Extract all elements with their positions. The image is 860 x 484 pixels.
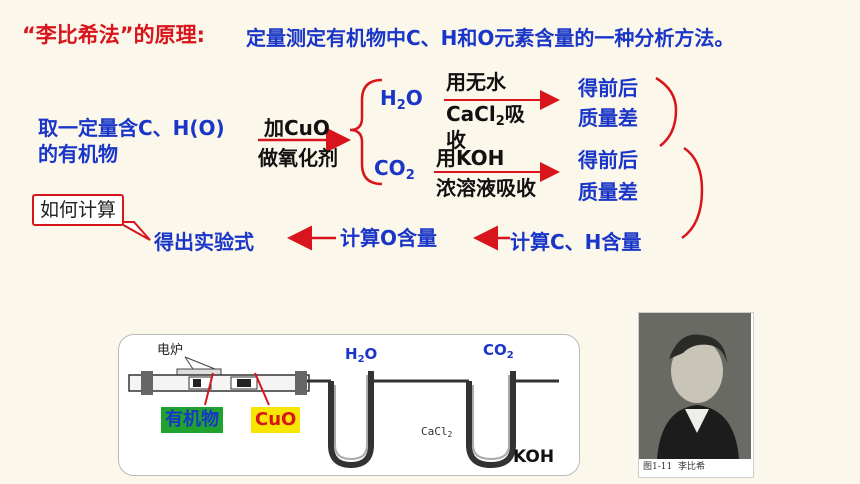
portrait-image [639,313,751,459]
calc-o: 计算O含量 [340,226,438,250]
h2o-product: H2O [380,86,423,113]
bracket-upper [655,76,678,147]
apparatus-panel: 电炉 H2O CO2 CaCl2 KOH 有机物 CuO [118,334,580,476]
sample-line-1: 取一定量含C、H(O) [38,116,225,140]
portrait-frame: 图1-11 李比希 [638,312,754,478]
mass-diff-1-line-1: 得前后 [578,76,638,100]
cuo-tag: CuO [251,407,301,433]
mass-diff-2-line-2: 质量差 [578,180,638,204]
apparatus-drawing [128,356,559,469]
oxidant-line-2: 做氧化剂 [258,146,338,170]
absorb-co2-line-2: 浓溶液吸收 [436,176,536,200]
apparatus-h2o-label: H2O [345,345,378,365]
title-description: 定量测定有机物中C、H和O元素含量的一种分析方法。 [246,26,735,50]
apparatus-cacl2-label: CaCl2 [421,425,453,439]
mass-diff-2-line-1: 得前后 [578,148,638,172]
calc-ch: 计算C、H含量 [510,230,642,254]
result: 得出实验式 [154,230,254,254]
portrait-caption: 图1-11 李比希 [643,462,705,472]
organic-tag: 有机物 [161,407,223,433]
furnace-label: 电炉 [157,343,184,358]
absorb-co2-line-1: 用KOH [436,146,505,170]
oxidant-line-1: 加CuO [264,116,330,140]
split-brace [349,78,383,186]
title-label: “李比希法”的原理: [22,23,206,47]
mass-diff-1-line-2: 质量差 [578,106,638,130]
apparatus-co2-label: CO2 [483,341,514,361]
absorb-h2o-line-1: 用无水 [446,70,506,94]
sample-line-2: 的有机物 [38,142,118,166]
absorb-h2o-line-2: CaCl2吸 [446,102,525,129]
how-to-calc-callout: 如何计算 [32,194,125,226]
absorb-h2o-line-3: 收 [446,128,466,152]
apparatus-koh-label: KOH [513,447,555,467]
bracket-lower [681,146,704,240]
co2-product: CO2 [374,156,415,183]
